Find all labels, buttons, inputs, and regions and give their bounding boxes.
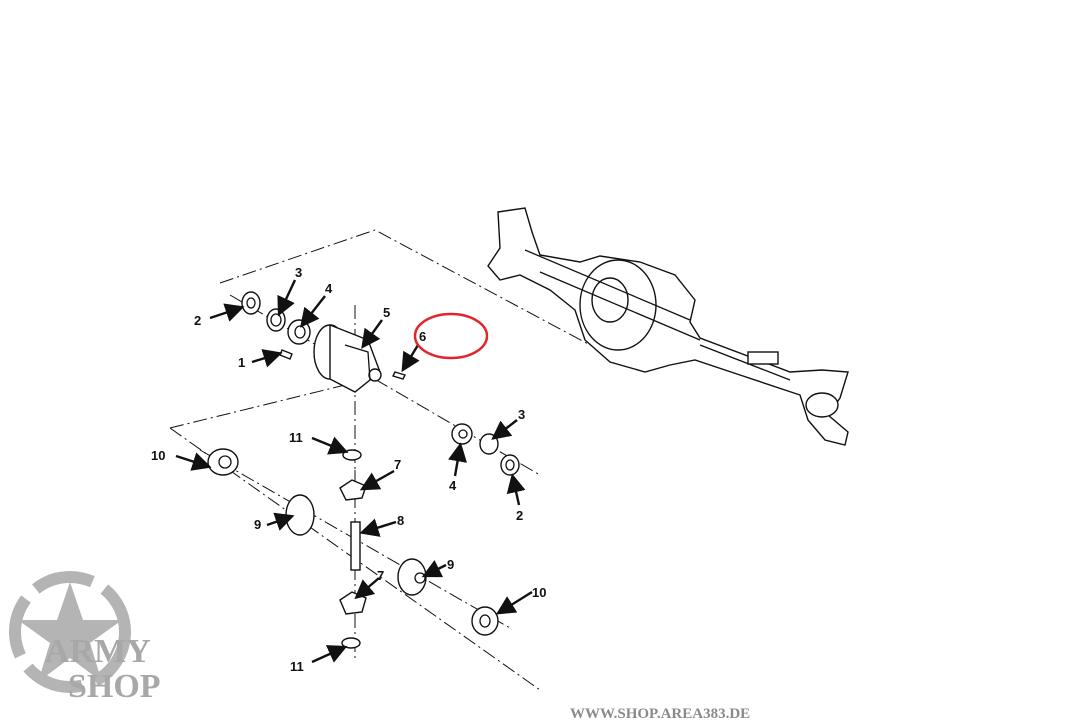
callout-11: 11 xyxy=(290,659,304,674)
callout-6: 6 xyxy=(419,329,426,344)
side-gear-9-right xyxy=(397,558,427,596)
callout-8: 8 xyxy=(397,513,404,528)
shaft-8 xyxy=(350,521,361,571)
leader-arrows xyxy=(175,279,533,664)
callout-3: 3 xyxy=(295,265,302,280)
thrust-washer-10-right xyxy=(471,606,499,636)
callout-9: 9 xyxy=(254,517,261,532)
parts xyxy=(207,291,520,649)
callout-5: 5 xyxy=(383,305,390,320)
logo-text-shop: SHOP xyxy=(68,668,161,705)
callout-11: 11 xyxy=(289,430,303,445)
callout-10: 10 xyxy=(532,585,546,600)
callout-1: 1 xyxy=(238,355,245,370)
logo-text-army: ARMY xyxy=(45,633,151,670)
callout-9: 9 xyxy=(447,557,454,572)
callout-3: 3 xyxy=(518,407,525,422)
bearing-4-lower xyxy=(451,423,473,445)
callout-4: 4 xyxy=(449,478,457,493)
pin-6 xyxy=(392,371,406,380)
seal-2-lower xyxy=(500,454,520,476)
bearing-4-upper xyxy=(287,319,311,345)
callout-7: 7 xyxy=(394,457,401,472)
race-3-upper xyxy=(266,308,286,332)
bolt-1 xyxy=(279,349,293,360)
thrust-washer-10-left xyxy=(207,448,239,476)
callout-2: 2 xyxy=(516,508,523,523)
callout-labels: 2 3 4 5 1 6 11 7 10 9 8 4 3 2 9 7 10 11 xyxy=(151,265,546,674)
callout-2: 2 xyxy=(194,313,201,328)
callout-10: 10 xyxy=(151,448,165,463)
washer-11-upper xyxy=(342,449,362,461)
pinion-7-upper xyxy=(339,479,367,501)
watermark-url: WWW.SHOP.AREA383.DE xyxy=(570,706,750,722)
pinion-7-lower xyxy=(339,591,367,615)
washer-11-lower xyxy=(341,637,361,649)
army-shop-logo: ARMY SHOP xyxy=(9,571,161,705)
callout-4: 4 xyxy=(325,281,333,296)
axle-housing xyxy=(487,207,849,446)
seal-2-upper xyxy=(241,291,261,315)
highlight-circle xyxy=(413,312,489,360)
callout-7: 7 xyxy=(377,568,384,583)
side-gear-9-left xyxy=(285,494,315,536)
